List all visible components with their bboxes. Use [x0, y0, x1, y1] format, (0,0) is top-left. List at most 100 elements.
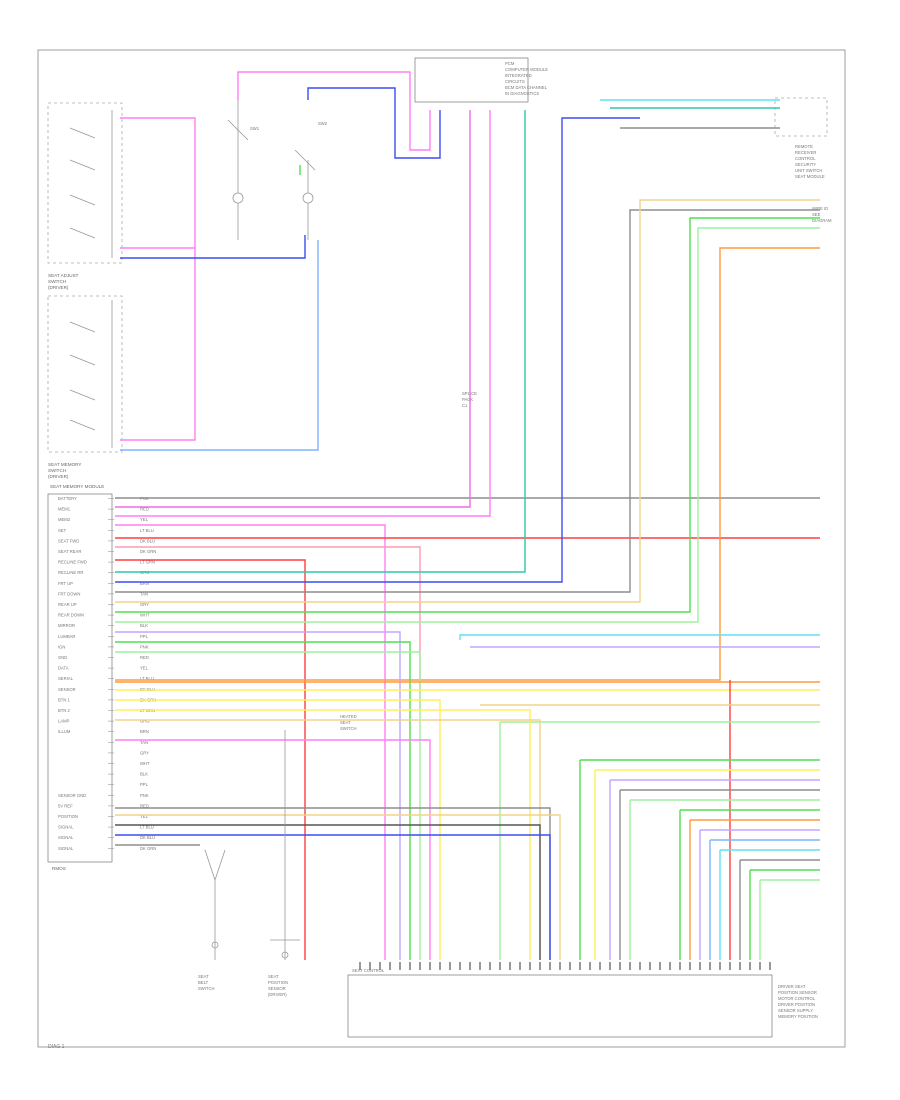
- wire-color-label: LT BLU: [140, 825, 154, 830]
- svg-text:(DRIVER): (DRIVER): [268, 992, 287, 997]
- svg-text:(DRIVER): (DRIVER): [48, 474, 69, 479]
- wire-color-label: GRY: [140, 602, 149, 607]
- wire-color-label: BRN: [140, 729, 149, 734]
- connector-pin: [699, 962, 701, 970]
- svg-text:SEAT: SEAT: [268, 974, 279, 979]
- wire-green: [579, 759, 820, 960]
- svg-text:RMOS: RMOS: [52, 866, 66, 871]
- wire-color-label: WHT: [140, 613, 150, 618]
- connector-pin: [409, 962, 411, 970]
- heated-seat-note: HEATED SEAT SWITCH: [340, 714, 357, 731]
- svg-text:SW2: SW2: [318, 121, 328, 126]
- connector-pin: [429, 962, 431, 970]
- wire-color-label: LT GRN: [140, 560, 155, 565]
- connector-pin: [669, 962, 671, 970]
- pin-label: 5V REF: [58, 803, 73, 808]
- wire-green: [115, 217, 820, 613]
- pin-label: SET: [58, 528, 67, 533]
- wire-lightblue: [120, 240, 319, 451]
- wire-tan: [115, 719, 541, 960]
- svg-text:IN DIAGNOSTICS: IN DIAGNOSTICS: [505, 91, 539, 96]
- seat-adjust-switch: SEAT ADJUST SWITCH (DRIVER): [47, 102, 123, 290]
- connector-pin: [469, 962, 471, 970]
- wire-pink: [115, 524, 386, 960]
- wire-color-label: RED: [140, 655, 149, 660]
- pin-label: SIGNAL: [58, 835, 74, 840]
- pin-label: FRT DOWN: [58, 591, 80, 596]
- wire-color-label: PNK: [140, 644, 149, 649]
- wire-lavender: [115, 631, 401, 960]
- wire-id-note: WIRE ID SEE DIAGRAM: [812, 206, 832, 223]
- wire-color-label: YEL: [140, 814, 149, 819]
- wire-lightgreen: [629, 799, 820, 960]
- connector-pin: [579, 962, 581, 970]
- svg-text:INTEGRATED: INTEGRATED: [505, 73, 532, 78]
- seat-memory-module: RMOS SEAT MEMORY MODULE: [47, 484, 113, 871]
- connector-pin: [619, 962, 621, 970]
- wire-color-label: BRN: [140, 581, 149, 586]
- pin-label: MEM1: [58, 507, 71, 512]
- wire-color-label: LT BLU: [140, 676, 154, 681]
- pin-label: SERIAL: [58, 676, 74, 681]
- wire-red: [115, 559, 306, 960]
- top-right-module: REMOTE RECEIVER CONTROL SECURITY UNIT SW…: [774, 97, 828, 179]
- connector-pin: [389, 962, 391, 970]
- wire-lightgreen: [115, 227, 820, 623]
- connector-pin: [529, 962, 531, 970]
- top-module: PCM COMPUTER MODULE INTEGRATED CIRCUITS …: [414, 57, 548, 103]
- wire-teal: [115, 110, 526, 573]
- relay-section: SW1 SW2: [227, 100, 328, 240]
- wire-magenta: [115, 110, 471, 508]
- wire-lightgreen: [499, 721, 820, 960]
- svg-text:RECEIVER: RECEIVER: [795, 150, 816, 155]
- svg-text:CONTROL: CONTROL: [795, 156, 816, 161]
- wire-color-label: BLK: [140, 623, 148, 628]
- connector-pin: [709, 962, 711, 970]
- svg-text:SEAT MEMORY: SEAT MEMORY: [48, 462, 81, 467]
- wire-lavender: [609, 779, 820, 960]
- connector-pin: [599, 962, 601, 970]
- wire-color-label: ORG: [140, 719, 150, 724]
- pin-label: SENSOR GND: [58, 793, 86, 798]
- wire-yellow: [115, 699, 441, 960]
- connector-pin: [439, 962, 441, 970]
- seat-belt-switch: SEAT BELT SWITCH: [198, 849, 226, 991]
- svg-text:DIAGRAM: DIAGRAM: [812, 218, 832, 223]
- svg-text:PCM: PCM: [505, 61, 515, 66]
- svg-text:DRIVER POSITION: DRIVER POSITION: [778, 1002, 815, 1007]
- wire-color-label: YEL: [140, 666, 149, 671]
- svg-text:PACK: PACK: [462, 397, 473, 402]
- svg-text:SEAT ADJUST: SEAT ADJUST: [48, 273, 79, 278]
- connector-pin: [759, 962, 761, 970]
- svg-text:BCM DATA CHANNEL: BCM DATA CHANNEL: [505, 85, 548, 90]
- svg-text:BELT: BELT: [198, 980, 209, 985]
- pin-label: BATTERY: [58, 496, 77, 501]
- wire-color-label: BLK: [140, 772, 148, 777]
- wire-lightgreen: [759, 879, 820, 960]
- wire-color-label: WHT: [140, 761, 150, 766]
- pin-label: DATA: [58, 666, 69, 671]
- svg-text:CIRCUITS: CIRCUITS: [505, 79, 525, 84]
- connector-pin: [689, 962, 691, 970]
- wire-grey: [619, 789, 820, 960]
- svg-text:COMPUTER MODULE: COMPUTER MODULE: [505, 67, 548, 72]
- pin-label: REAR UP: [58, 602, 77, 607]
- wire-green: [679, 809, 820, 960]
- connector-pin: [379, 962, 381, 970]
- wire-pink: [120, 117, 196, 441]
- wire-color-label: YEL: [140, 517, 149, 522]
- svg-text:MOTOR CONTROL: MOTOR CONTROL: [778, 996, 816, 1001]
- pin-label: ILLUM: [58, 729, 71, 734]
- connector-pin: [679, 962, 681, 970]
- pin-label: RECLINE RR: [58, 570, 83, 575]
- connector-pin: [359, 962, 361, 970]
- svg-text:POSITION: POSITION: [268, 980, 288, 985]
- wire-blue: [115, 117, 640, 583]
- pin-label: BTN 2: [58, 708, 71, 713]
- wire-color-label: DK GRN: [140, 549, 156, 554]
- connector-pin: [569, 962, 571, 970]
- wire-color-label: DK BLU: [140, 538, 155, 543]
- wire-cyan: [459, 634, 820, 640]
- connector-pin: [539, 962, 541, 970]
- wire-color-label: GRY: [140, 750, 149, 755]
